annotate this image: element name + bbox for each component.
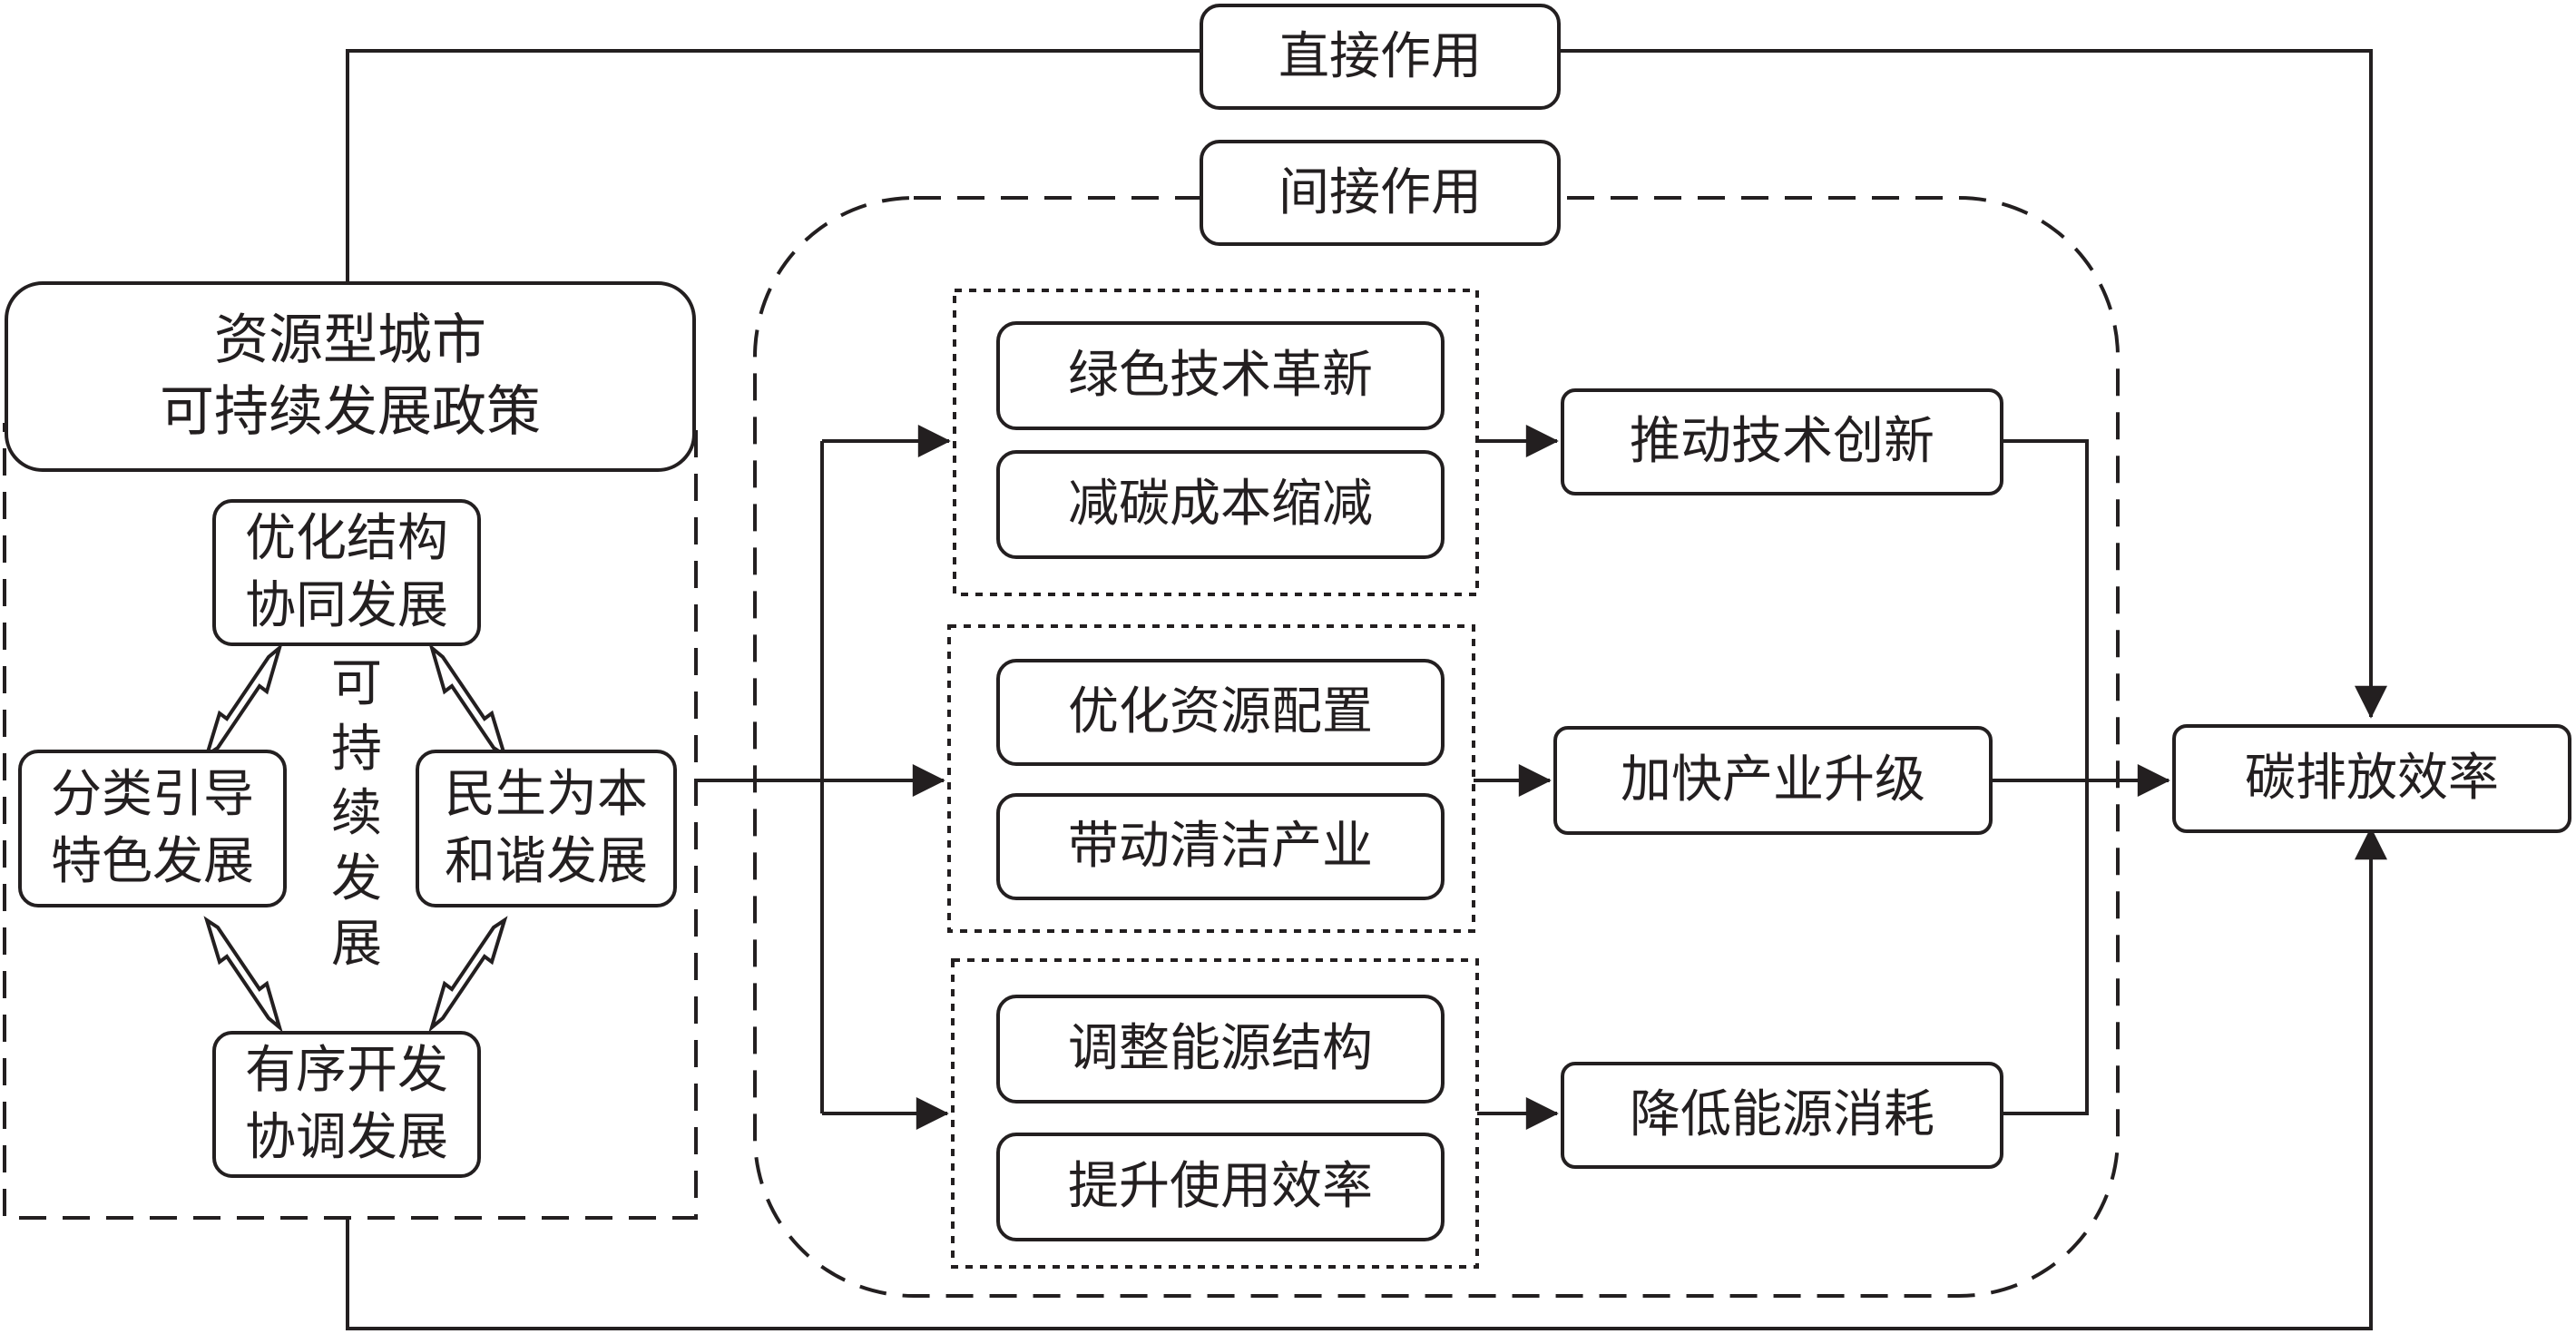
effect-1-to-outcome-line <box>2003 439 2089 1115</box>
principle-livelihood-box: 民生为本 和谐发展 <box>416 750 677 907</box>
double-arrow-top-left-icon <box>203 642 283 760</box>
mechanism-group-frame-3 <box>951 958 1479 1269</box>
mechanism-item-2-2: 带动清洁产业 <box>996 793 1445 900</box>
effect-box-3: 降低能源消耗 <box>1561 1062 2003 1169</box>
principle-orderly-box: 有序开发 协调发展 <box>212 1031 481 1178</box>
mechanism-item-3-1: 调整能源结构 <box>996 995 1445 1103</box>
mechanism-item-2-1-text: 优化资源配置 <box>1068 682 1373 742</box>
double-arrow-top-right-icon <box>428 642 508 760</box>
effect-box-1-text: 推动技术创新 <box>1630 412 1934 472</box>
mechanism-item-1-2: 减碳成本缩减 <box>996 450 1445 559</box>
mechanism-group-frame-2 <box>947 624 1475 933</box>
effect-box-2: 加快产业升级 <box>1553 726 1993 835</box>
bottom-effect-arrow <box>346 827 2387 1330</box>
principle-optimize-box: 优化结构 协同发展 <box>212 499 481 646</box>
policy-title-box: 资源型城市 可持续发展政策 <box>5 281 696 472</box>
mechanism-item-3-2: 提升使用效率 <box>996 1133 1445 1241</box>
mechanism-item-1-2-text: 减碳成本缩减 <box>1068 475 1373 535</box>
indirect-effect-label: 间接作用 <box>1200 140 1561 246</box>
mechanism-item-1-1-text: 绿色技术革新 <box>1068 346 1373 406</box>
indirect-effect-label-text: 间接作用 <box>1278 162 1482 222</box>
mechanism-item-2-1: 优化资源配置 <box>996 659 1445 766</box>
carbon-efficiency-box: 碳排放效率 <box>2172 724 2571 833</box>
policy-container <box>3 423 698 1220</box>
direct-effect-arrow <box>1561 49 2387 719</box>
mechanism-item-3-2-text: 提升使用效率 <box>1068 1157 1373 1217</box>
principle-optimize-text: 优化结构 协同发展 <box>245 509 448 635</box>
principle-classify-text: 分类引导 特色发展 <box>51 765 254 891</box>
mechanism-item-2-2-text: 带动清洁产业 <box>1068 817 1373 877</box>
direct-effect-label-text: 直接作用 <box>1278 26 1482 86</box>
double-arrow-bottom-left-icon <box>203 916 283 1033</box>
effect-box-3-text: 降低能源消耗 <box>1630 1085 1934 1145</box>
mechanism-item-1-1: 绿色技术革新 <box>996 321 1445 430</box>
principle-livelihood-text: 民生为本 和谐发展 <box>445 765 648 891</box>
mechanism-item-3-1-text: 调整能源结构 <box>1068 1019 1373 1079</box>
effect-box-2-text: 加快产业升级 <box>1621 750 1925 810</box>
double-arrow-bottom-right-icon <box>428 916 508 1033</box>
principle-classify-box: 分类引导 特色发展 <box>18 750 287 907</box>
carbon-efficiency-text: 碳排放效率 <box>2245 749 2499 809</box>
effect-box-1: 推动技术创新 <box>1561 388 2003 495</box>
policy-title-text: 资源型城市 可持续发展政策 <box>160 308 541 444</box>
direct-effect-label: 直接作用 <box>1200 4 1561 110</box>
principle-orderly-text: 有序开发 协调发展 <box>245 1041 448 1167</box>
sustainable-development-label: 可 持 续 发 展 <box>331 654 382 974</box>
direct-effect-line <box>346 49 1200 281</box>
